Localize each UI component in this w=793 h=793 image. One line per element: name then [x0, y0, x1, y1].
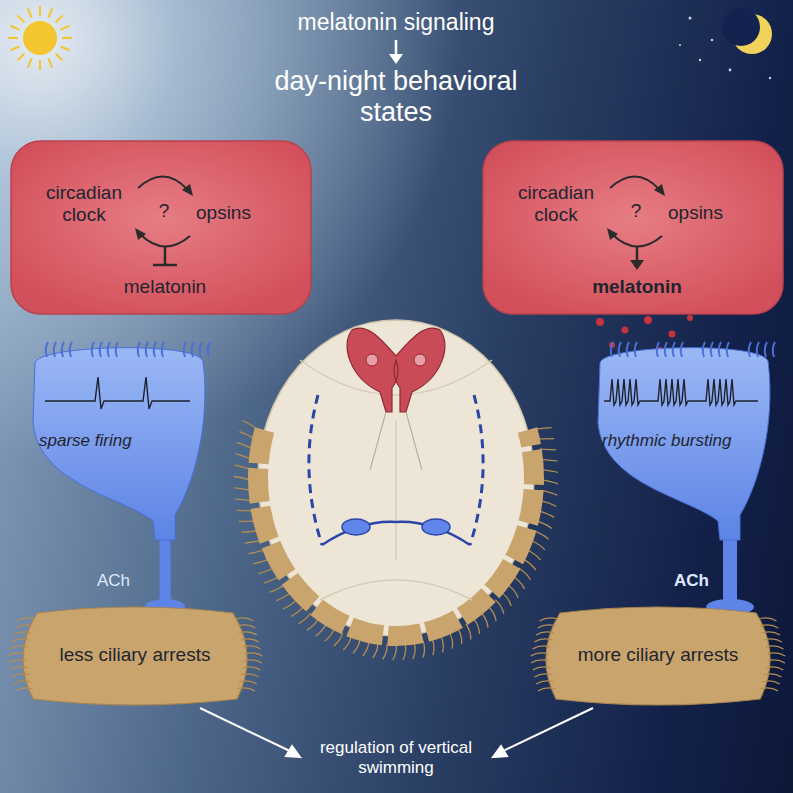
ciliary-cell: less ciliary arrests: [15, 605, 255, 705]
neuron-cell: rhythmic burstingACh: [590, 335, 775, 540]
neuron-cell: sparse firingACh: [25, 335, 210, 540]
moon: [722, 8, 772, 54]
caption-label: melatonin signaling: [246, 10, 546, 35]
caption-label: day-night behavioral states: [266, 66, 526, 128]
caption-label: regulation of vertical swimming: [306, 738, 486, 779]
axon-connector: [145, 538, 185, 615]
node-text: opsins: [668, 202, 748, 224]
node-text: sparse firing: [39, 431, 189, 451]
node-text: ?: [156, 200, 172, 222]
ciliary-cell: more ciliary arrests: [538, 605, 778, 705]
sun: [8, 6, 72, 70]
node-text: ?: [628, 200, 644, 222]
larva-body: [234, 320, 558, 660]
axon-connector: [706, 538, 754, 615]
node-text: melatonin: [110, 276, 220, 298]
red-clock-box: circadian clock? opsins melatonin: [10, 140, 312, 315]
title-arrow: [389, 40, 403, 64]
node-text: more ciliary arrests: [548, 644, 768, 666]
node-text: opsins: [196, 202, 276, 224]
node-text: circadian clock: [28, 182, 140, 226]
node-text: less ciliary arrests: [25, 644, 245, 666]
node-text: melatonin: [582, 276, 692, 298]
node-text: circadian clock: [500, 182, 612, 226]
node-text: rhythmic bursting: [602, 431, 762, 451]
red-clock-box: circadian clock? opsins melatonin: [482, 140, 784, 315]
stars: [679, 17, 771, 80]
node-text: ACh: [97, 571, 142, 591]
node-text: ACh: [674, 571, 719, 591]
